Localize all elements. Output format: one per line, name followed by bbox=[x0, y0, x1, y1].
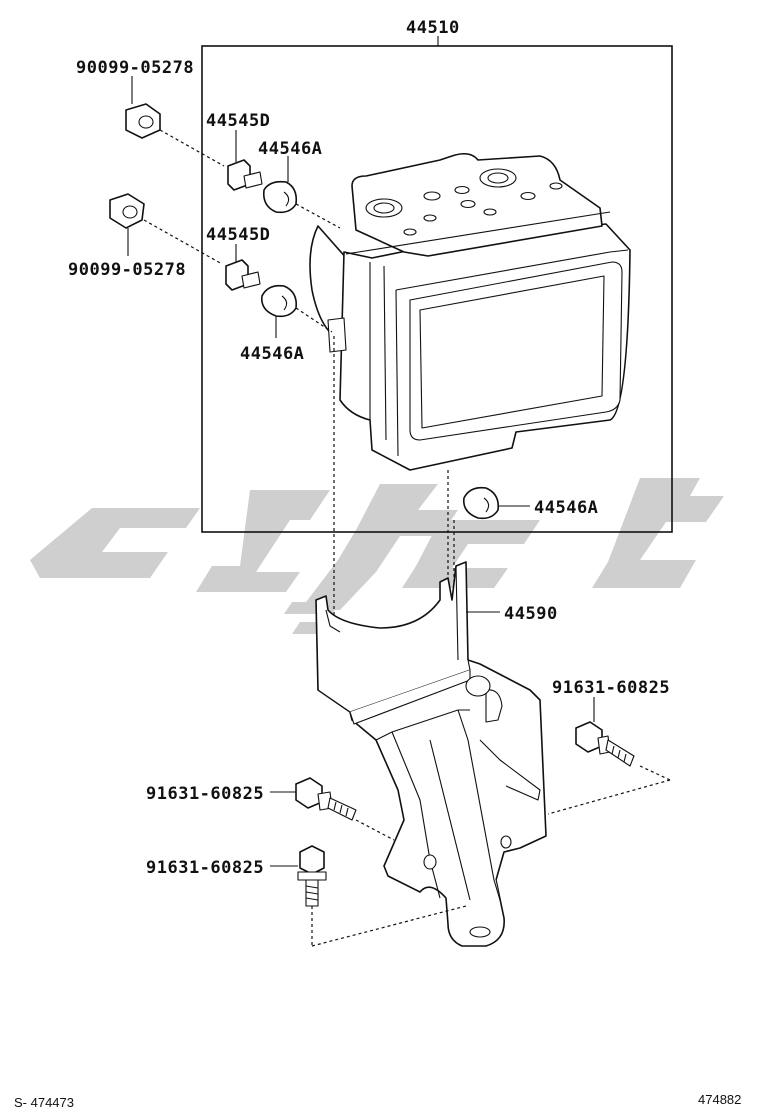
cushion-bottom bbox=[462, 486, 500, 520]
label-44546a-top: 44546A bbox=[258, 139, 322, 159]
collar-mid bbox=[225, 259, 261, 291]
nut-mid bbox=[109, 193, 145, 229]
label-44546a-bottom: 44546A bbox=[534, 498, 598, 518]
label-91631-60825-left-upper: 91631-60825 bbox=[146, 784, 264, 804]
bolt-left-lower bbox=[297, 845, 327, 907]
label-44545d-top: 44545D bbox=[206, 111, 270, 131]
collar-top bbox=[227, 159, 263, 191]
bolt-left-upper bbox=[295, 777, 357, 821]
footer-left-code: S- 474473 bbox=[14, 1095, 74, 1110]
bracket bbox=[315, 561, 547, 947]
label-44510: 44510 bbox=[406, 18, 460, 38]
label-91631-60825-left-lower: 91631-60825 bbox=[146, 858, 264, 878]
label-90099-05278-mid: 90099-05278 bbox=[68, 260, 186, 280]
footer-right-code: 474882 bbox=[698, 1092, 741, 1107]
cushion-mid bbox=[260, 284, 298, 318]
label-44590: 44590 bbox=[504, 604, 558, 624]
label-44546a-mid: 44546A bbox=[240, 344, 304, 364]
watermark-logo bbox=[30, 478, 724, 634]
label-91631-60825-right: 91631-60825 bbox=[552, 678, 670, 698]
cushion-top bbox=[262, 180, 298, 214]
abs-actuator bbox=[309, 152, 631, 471]
assembly-box bbox=[201, 45, 673, 533]
label-90099-05278-top: 90099-05278 bbox=[76, 58, 194, 78]
bolt-right bbox=[575, 721, 635, 767]
nut-top bbox=[125, 103, 161, 139]
label-44545d-mid: 44545D bbox=[206, 225, 270, 245]
